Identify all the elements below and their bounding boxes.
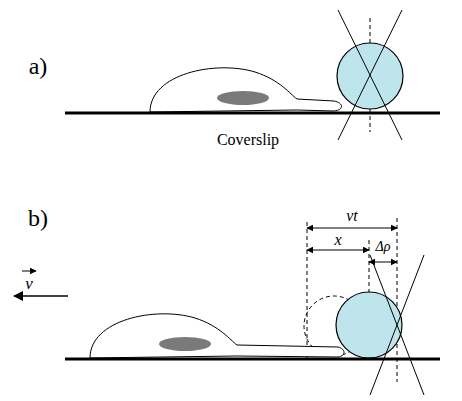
dimension-vt (307, 228, 397, 229)
trap-beam (370, 255, 424, 395)
panel-label: b) (26, 205, 50, 231)
surface-label: Coverslip (215, 131, 281, 149)
dimension-label: x (332, 231, 343, 249)
cell (150, 68, 342, 112)
dimension-label: Δρ (374, 239, 393, 255)
vector-mark (22, 271, 36, 272)
cell (90, 314, 344, 358)
coverslip-surface (65, 358, 440, 361)
trap-axis (397, 218, 398, 382)
dimension-label: vt (344, 207, 360, 225)
dimension-delta-rho (369, 262, 397, 263)
bead-position-line (369, 240, 370, 296)
bead (336, 292, 402, 358)
nucleus (217, 91, 269, 105)
vector-label: v (23, 274, 35, 293)
dimension-x (307, 250, 369, 251)
nucleus (159, 337, 211, 351)
panel-label: a) (27, 53, 50, 79)
trap-beam (338, 10, 402, 140)
velocity-arrow (14, 295, 68, 297)
coverslip-surface (65, 112, 440, 115)
trap-beam (338, 10, 402, 140)
trap-beam (370, 255, 424, 395)
